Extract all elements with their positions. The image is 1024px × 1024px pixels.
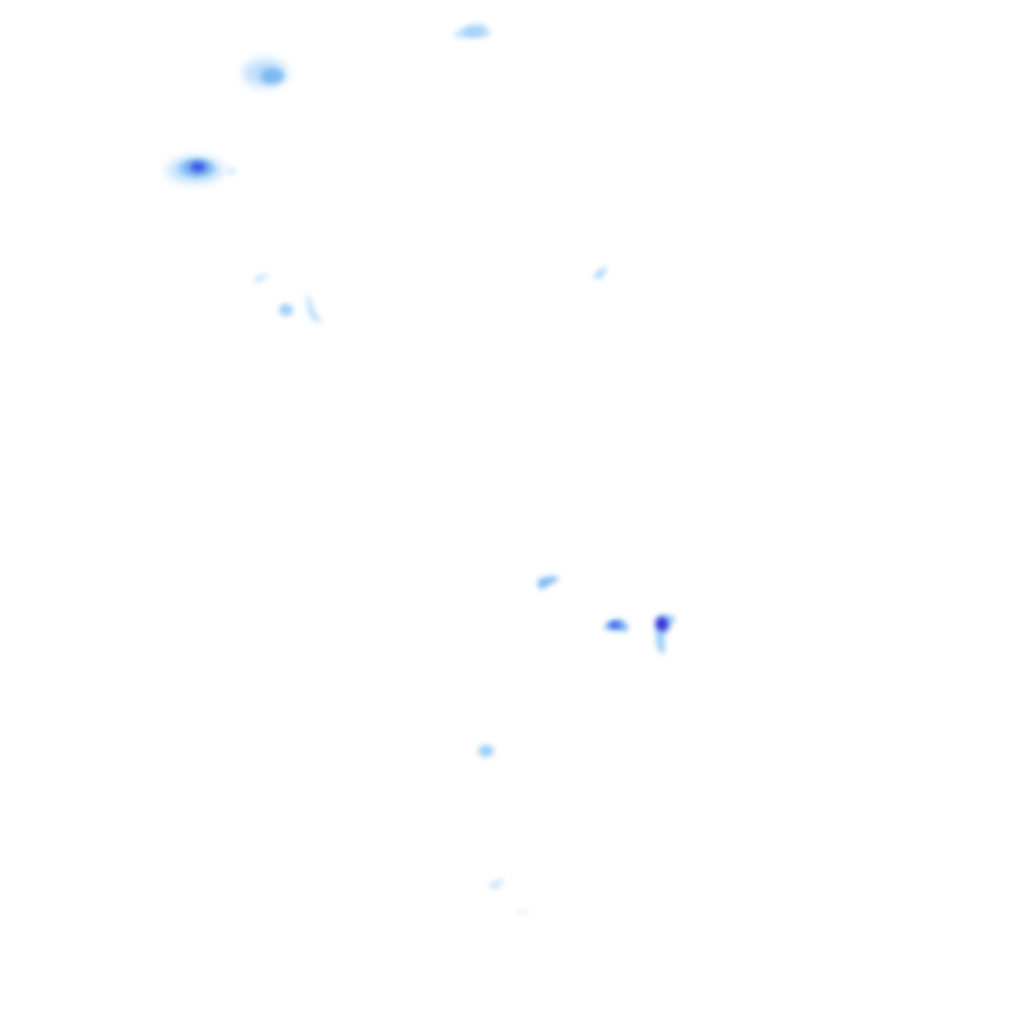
light-rain-area xyxy=(593,266,606,279)
rain-cell xyxy=(254,274,322,323)
rain-cell xyxy=(603,619,629,632)
light-rain-area xyxy=(478,745,494,757)
light-rain-area xyxy=(518,910,528,914)
rain-cell xyxy=(452,23,491,38)
rain-cell xyxy=(593,266,606,279)
heavy-rain-core xyxy=(656,617,668,631)
moderate-rain-area xyxy=(538,576,560,590)
light-rain-area xyxy=(279,304,293,316)
rain-cell xyxy=(488,879,528,914)
moderate-rain-area xyxy=(260,68,284,84)
light-rain-area xyxy=(306,294,322,323)
light-rain-area xyxy=(464,28,484,36)
rain-cell xyxy=(478,745,494,757)
rain-cell xyxy=(655,614,676,654)
rain-cell xyxy=(538,576,560,590)
light-rain-area xyxy=(254,274,270,283)
light-rain-area xyxy=(488,879,506,889)
heavy-rain-core xyxy=(609,622,621,628)
rain-cell xyxy=(243,59,287,87)
light-rain-area xyxy=(226,167,236,175)
heavy-rain-core xyxy=(190,162,206,172)
rain-cell xyxy=(167,157,236,183)
